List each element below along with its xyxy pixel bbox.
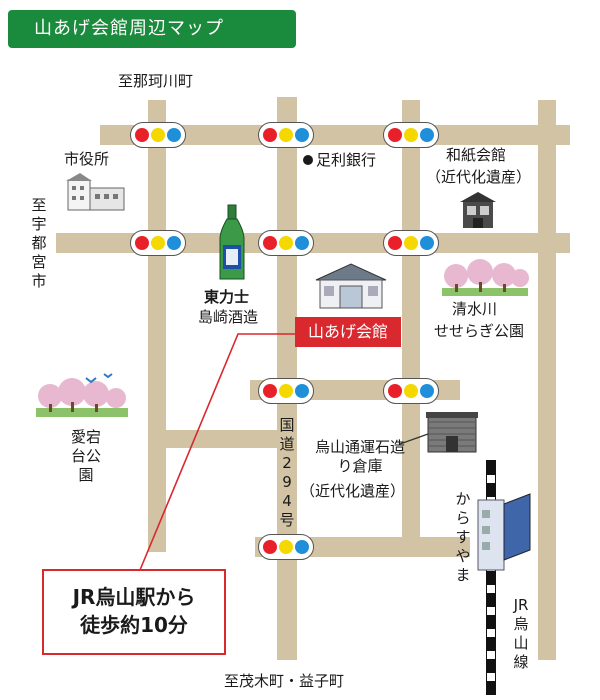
access-note-line2: 徒歩約10分 xyxy=(80,613,188,637)
road-col-4 xyxy=(538,100,556,660)
direction-west: 至宇都宮市 xyxy=(31,196,47,290)
traffic-signal-icon xyxy=(383,230,439,256)
bank-label: 足利銀行 xyxy=(316,151,377,169)
city-hall-icon xyxy=(66,173,125,211)
road-top xyxy=(100,125,570,145)
city-hall-label: 市役所 xyxy=(64,150,110,168)
traffic-signal-icon xyxy=(383,122,439,148)
traffic-signal-icon xyxy=(258,378,314,404)
warehouse-leader-line xyxy=(399,433,429,445)
traffic-signal-icon xyxy=(258,230,314,256)
warehouse-note: （近代化遺産） xyxy=(300,482,406,500)
road-col-1 xyxy=(148,100,166,552)
bank-dot-icon xyxy=(303,155,313,165)
road-park-spur xyxy=(150,430,280,448)
direction-north: 至那珂川町 xyxy=(118,72,194,90)
seseragi-park-label: せせらぎ公園 xyxy=(434,322,525,340)
station-label: からすやま xyxy=(455,490,471,584)
railway-label: JR烏山線 xyxy=(513,596,529,671)
washi-hall-note: （近代化遺産） xyxy=(426,168,532,186)
access-note: JR烏山駅から 徒歩約10分 xyxy=(42,569,226,655)
atago-park-label: 愛宕台公園 xyxy=(70,428,101,484)
sake-bottle-icon xyxy=(219,204,245,280)
traffic-signal-icon xyxy=(383,378,439,404)
train-station-icon xyxy=(477,493,531,571)
sake-brewery-label: 島崎酒造 xyxy=(198,308,259,326)
access-note-line1: JR烏山駅から xyxy=(72,585,196,609)
sake-brand-label: 東力士 xyxy=(204,288,250,306)
washi-hall-label: 和紙会館 xyxy=(446,146,507,164)
hall-building-icon xyxy=(315,263,387,309)
hall-marker: 山あげ会館 xyxy=(295,317,401,347)
walking-route-line xyxy=(139,333,296,571)
cherry-tree-icon xyxy=(442,259,529,296)
traffic-signal-icon xyxy=(258,534,314,560)
traffic-signal-icon xyxy=(130,230,186,256)
railway-line xyxy=(486,460,496,695)
warehouse-icon xyxy=(426,412,478,453)
traffic-signal-icon xyxy=(258,122,314,148)
cherry-tree-icon xyxy=(36,373,128,417)
traffic-signal-icon xyxy=(130,122,186,148)
road-col-3 xyxy=(402,100,420,550)
route-294-label: 国道294号 xyxy=(279,416,295,529)
warehouse-label: 烏山通運石造り倉庫 xyxy=(314,438,405,475)
shimizu-river-label: 清水川 xyxy=(452,300,498,318)
washi-hall-icon xyxy=(460,192,496,228)
map-title: 山あげ会館周辺マップ xyxy=(8,10,296,48)
direction-south: 至茂木町・益子町 xyxy=(224,672,345,690)
